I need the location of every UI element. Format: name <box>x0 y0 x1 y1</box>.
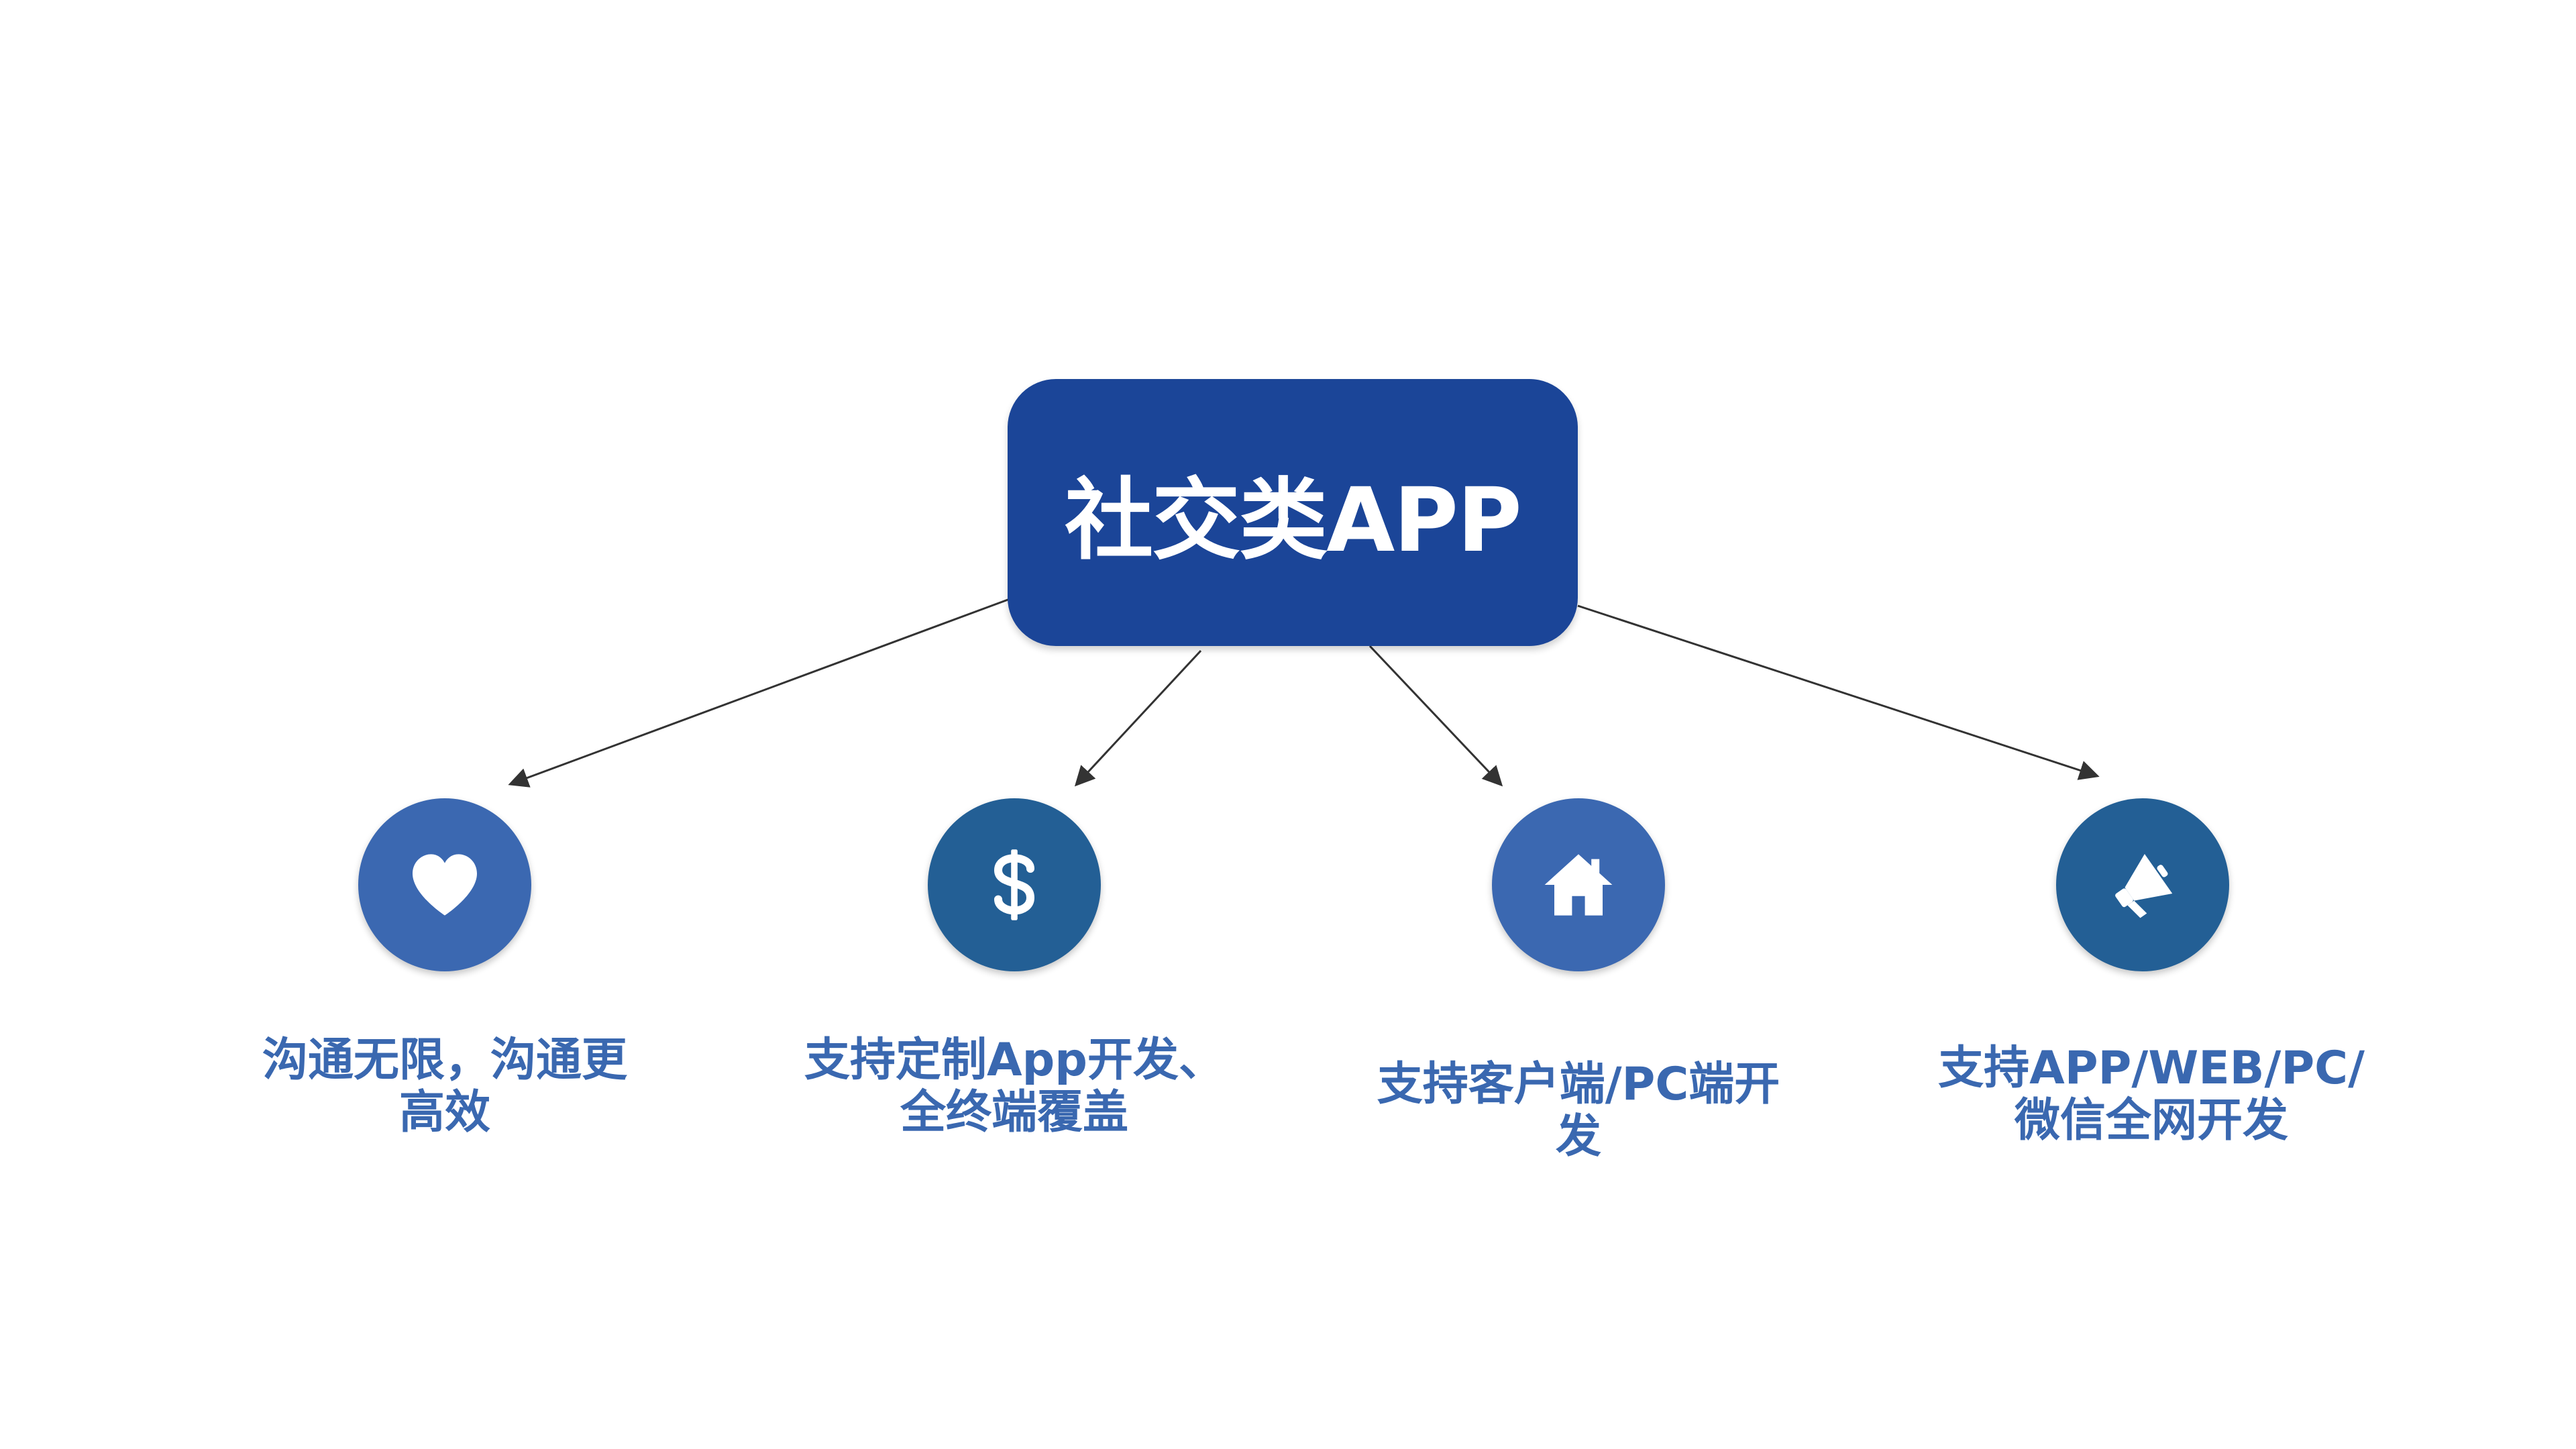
feature-circle-heart <box>358 798 531 971</box>
dollar-icon <box>994 849 1035 920</box>
megaphone-icon <box>2115 853 2173 918</box>
root-node: 社交类APP <box>1008 379 1578 646</box>
heart-icon <box>413 854 477 916</box>
feature-all-platform: 支持APP/WEB/PC/ 微信全网开发 <box>1883 798 2420 1174</box>
feature-label-communication: 沟通无限，沟通更 高效 <box>262 1034 627 1139</box>
home-icon <box>1544 854 1613 916</box>
feature-circle-megaphone <box>2056 798 2229 971</box>
feature-communication: 沟通无限，沟通更 高效 <box>176 798 713 1174</box>
connector-line-4 <box>1577 604 2100 780</box>
feature-label-client-pc: 支持客户端/PC端开 发 <box>1377 1058 1780 1163</box>
connector-line-1 <box>508 598 1010 788</box>
root-title: 社交类APP <box>1065 468 1522 572</box>
feature-label-custom-app: 支持定制App开发、 全终端覆盖 <box>804 1034 1224 1139</box>
connector-line-2 <box>1074 649 1202 787</box>
feature-circle-dollar <box>928 798 1101 971</box>
feature-client-pc: 支持客户端/PC端开 发 <box>1310 798 1847 1174</box>
feature-custom-app: 支持定制App开发、 全终端覆盖 <box>746 798 1283 1174</box>
feature-circle-home <box>1492 798 1665 971</box>
connector-line-3 <box>1368 645 1503 787</box>
feature-label-all-platform: 支持APP/WEB/PC/ 微信全网开发 <box>1938 1042 2365 1147</box>
